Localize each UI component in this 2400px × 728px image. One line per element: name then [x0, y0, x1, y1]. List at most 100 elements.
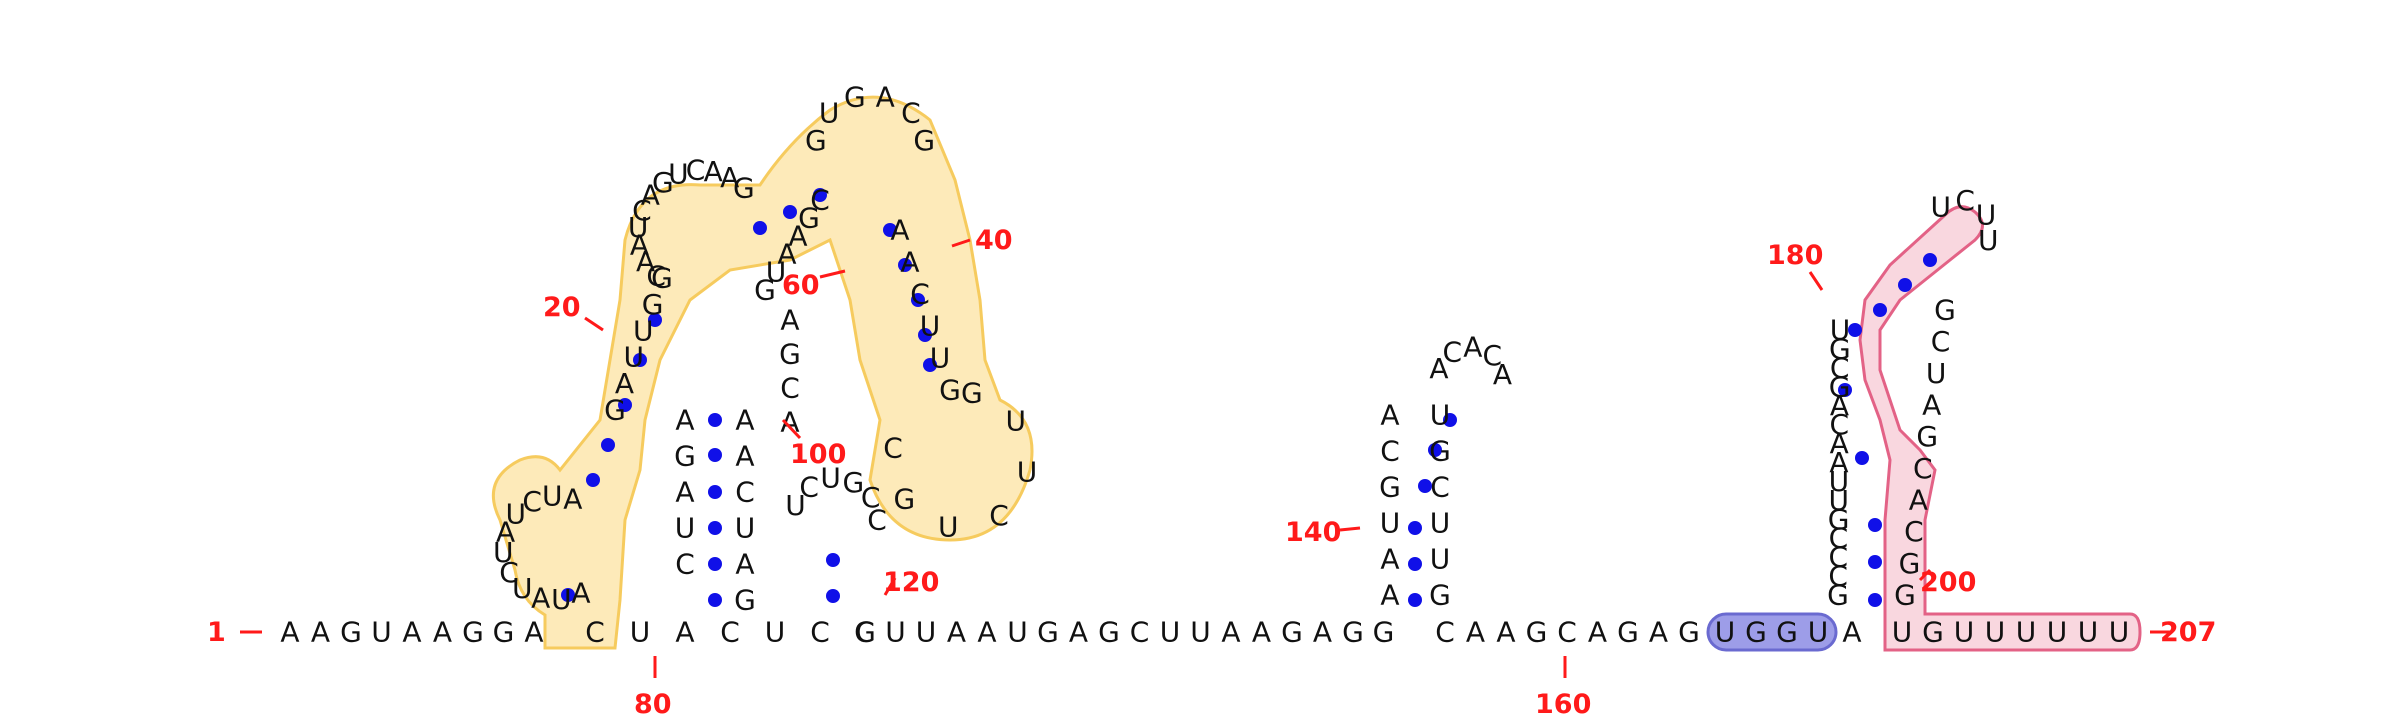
stem-nucleotide: A: [735, 404, 754, 437]
base-pair-dot: [1848, 323, 1862, 337]
backbone-nucleotide: U: [1007, 616, 1028, 649]
stem-nucleotide: G: [1827, 579, 1849, 612]
base-pair-dot: [1408, 521, 1422, 535]
stem-nucleotide: U: [630, 616, 651, 649]
stem-nucleotide: A: [1380, 399, 1399, 432]
number-tick: [1918, 568, 1932, 582]
stem-nucleotide: C: [810, 184, 830, 217]
backbone-nucleotide: G: [462, 616, 484, 649]
loop-nucleotide: A: [571, 577, 590, 610]
stem-nucleotide: A: [735, 440, 754, 473]
pink-tail-nucleotide: U: [1954, 616, 1975, 649]
pink-tail-nucleotide: U: [2078, 616, 2099, 649]
base-pair-dot: [708, 557, 722, 571]
stem-nucleotide: U: [930, 342, 951, 375]
stem-nucleotide: A: [777, 238, 796, 271]
loop-nucleotide: U: [551, 583, 572, 616]
base-pair-dot: [826, 589, 840, 603]
backbone-nucleotide: A: [1252, 616, 1271, 649]
stem-nucleotide: C: [585, 616, 605, 649]
number-tick: [951, 238, 971, 248]
loop-nucleotide: G: [961, 377, 983, 410]
base-pair-dot: [1408, 593, 1422, 607]
backbone-nucleotide: G: [340, 616, 362, 649]
backbone-nucleotide: U: [1160, 616, 1181, 649]
backbone-nucleotide: G: [854, 616, 876, 649]
stem-nucleotide: G: [754, 274, 776, 307]
stem-nucleotide: U: [1380, 507, 1401, 540]
backbone-nucleotide: G: [493, 616, 515, 649]
stem-nucleotide: C: [1830, 408, 1850, 441]
stem-nucleotide: C: [1830, 351, 1850, 384]
loop-nucleotide: G: [893, 483, 915, 516]
stem-nucleotide: A: [675, 616, 694, 649]
loop-nucleotide: G: [652, 166, 674, 199]
stem-nucleotide: U: [1430, 399, 1451, 432]
stem-nucleotide: C: [1829, 522, 1849, 555]
stem-nucleotide: G: [1916, 420, 1938, 453]
number-180: 180: [1767, 240, 1823, 271]
stem-nucleotide: G: [1829, 332, 1851, 365]
stem-nucleotide: C: [810, 616, 830, 649]
backbone-nucleotide: A: [1496, 616, 1515, 649]
stem-nucleotide: C: [910, 278, 930, 311]
stem-nucleotide: U: [735, 512, 756, 545]
stem-nucleotide: A: [890, 214, 909, 247]
stem-nucleotide: A: [1380, 579, 1399, 612]
backbone-nucleotide: U: [371, 616, 392, 649]
backbone-nucleotide: G: [1617, 616, 1639, 649]
base-pair-dot: [601, 438, 615, 452]
base-pair-dot: [708, 448, 722, 462]
base-pair-dot: [1868, 518, 1882, 532]
number-60: 60: [782, 270, 820, 301]
base-pair-dot: [918, 328, 932, 342]
stem-nucleotide: G: [798, 202, 820, 235]
loop-nucleotide: C: [901, 97, 921, 130]
backbone-nucleotide: G: [1037, 616, 1059, 649]
backbone-nucleotide: A: [1313, 616, 1332, 649]
stem-nucleotide: U: [1829, 465, 1850, 498]
stem-nucleotide: A: [1380, 543, 1399, 576]
loop-nucleotide: U: [506, 497, 527, 530]
stem-nucleotide: G: [1829, 370, 1851, 403]
loop-nucleotide: A: [636, 245, 655, 278]
stem-nucleotide: A: [1830, 389, 1849, 422]
loop-nucleotide: C: [686, 154, 706, 187]
number-160: 160: [1535, 689, 1591, 720]
base-pair-dot: [586, 473, 600, 487]
stem-nucleotide: A: [900, 246, 919, 279]
base-pair-dot: [1418, 479, 1432, 493]
base-pair-dot: [898, 258, 912, 272]
loop-nucleotide: U: [1978, 224, 1999, 257]
loop-nucleotide: A: [1463, 331, 1482, 364]
base-pair-dot: [648, 313, 662, 327]
stem-nucleotide: G: [1894, 579, 1916, 612]
stem-nucleotide: G: [651, 262, 673, 295]
loop-nucleotide: G: [843, 466, 865, 499]
loop-nucleotide: C: [632, 194, 652, 227]
number-tick: [584, 316, 604, 332]
loop-nucleotide: U: [938, 510, 959, 543]
backbone-nucleotide: A: [1221, 616, 1240, 649]
stem-nucleotide: U: [1430, 543, 1451, 576]
backbone-nucleotide: A: [311, 616, 330, 649]
backbone-nucleotide: G: [1342, 616, 1364, 649]
blue-highlight-nucleotide: U: [1715, 616, 1736, 649]
base-pair-dot: [1408, 557, 1422, 571]
base-pair-dot: [883, 223, 897, 237]
stem-nucleotide: U: [766, 256, 787, 289]
loop-nucleotide: A: [876, 81, 895, 114]
stem-nucleotide: C: [855, 616, 875, 649]
backbone-nucleotide: A: [947, 616, 966, 649]
stem-nucleotide: A: [1830, 427, 1849, 460]
backbone-nucleotide: A: [524, 616, 543, 649]
base-pair-dot: [1428, 443, 1442, 457]
stem-nucleotide: C: [780, 372, 800, 405]
base-pair-dot: [1868, 593, 1882, 607]
loop-nucleotide: C: [1955, 184, 1975, 217]
loop-nucleotide: U: [785, 489, 806, 522]
loop-nucleotide: C: [989, 499, 1009, 532]
backbone-nucleotide: A: [1069, 616, 1088, 649]
base-pair-dot: [708, 485, 722, 499]
